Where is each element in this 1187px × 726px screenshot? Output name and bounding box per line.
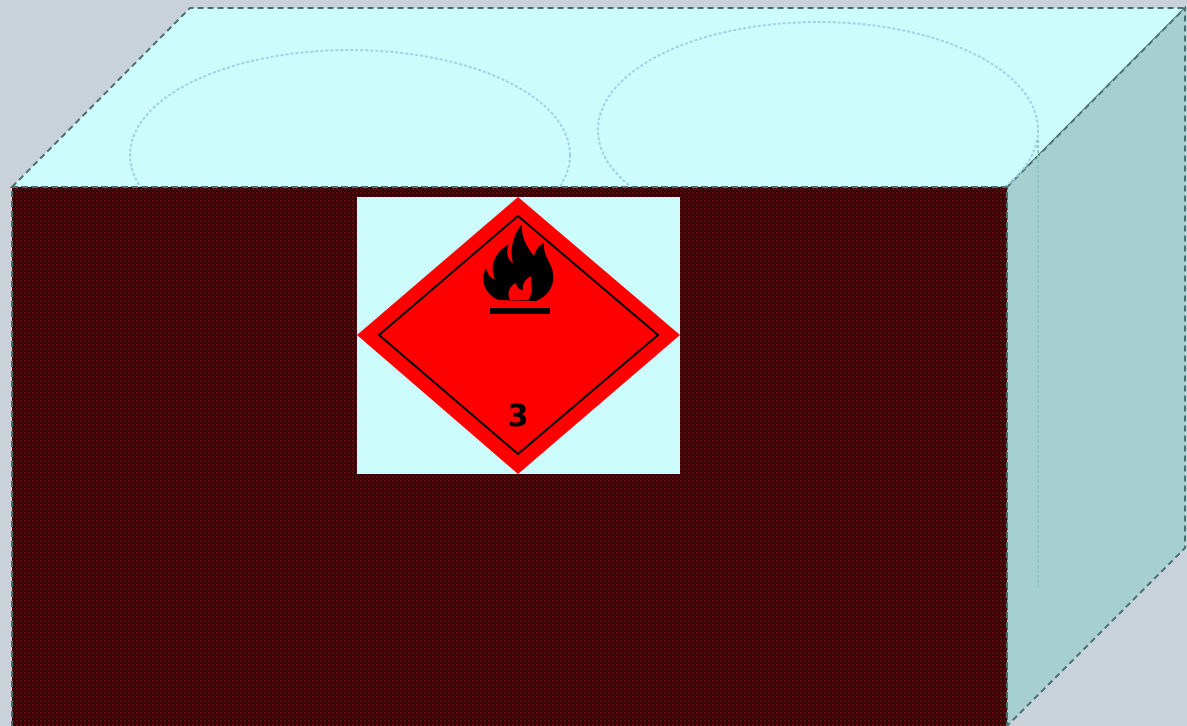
hazard-class-number: 3 [508,399,529,434]
hazard-label: 3 [357,197,680,474]
box-top-face [12,8,1185,187]
